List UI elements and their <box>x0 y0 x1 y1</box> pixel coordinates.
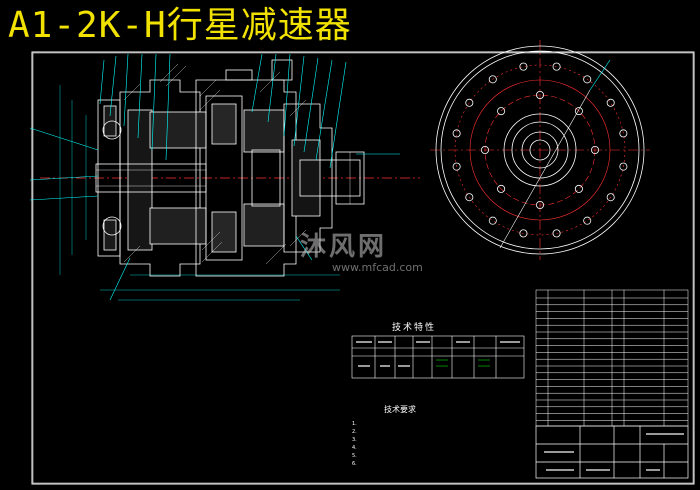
watermark-logo: 沐风网 www.mfcad.com <box>300 226 423 274</box>
bolt-hole <box>480 145 489 154</box>
bolt-hole <box>536 200 545 209</box>
requirement-item: 3. <box>352 437 357 443</box>
parts-list <box>535 289 689 427</box>
drawing-title: A1-2K-H行星减速器 <box>8 5 352 46</box>
tech-table-title: 技术特性 <box>392 323 437 333</box>
requirement-item: 1. <box>352 421 357 427</box>
title-block <box>535 425 689 479</box>
bolt-hole <box>519 229 528 238</box>
drawing-border <box>31 51 695 485</box>
bolt-hole <box>583 216 592 225</box>
section-view <box>29 53 420 301</box>
bolt-hole <box>574 107 583 116</box>
tech-characteristics-table <box>351 335 525 379</box>
bolt-hole <box>452 129 461 138</box>
bolt-hole <box>583 75 592 84</box>
bolt-hole <box>497 107 506 116</box>
requirement-item: 6. <box>352 461 357 467</box>
requirement-item: 2. <box>352 429 357 435</box>
watermark-url: www.mfcad.com <box>332 261 423 274</box>
bolt-hole <box>519 62 528 71</box>
bolt-hole <box>552 62 561 71</box>
bolt-hole <box>606 193 615 202</box>
bolt-hole <box>452 162 461 171</box>
bolt-hole <box>619 129 628 138</box>
bolt-hole <box>497 184 506 193</box>
bolt-hole <box>465 193 474 202</box>
requirement-item: 4. <box>352 445 357 451</box>
requirement-item: 5. <box>352 453 357 459</box>
bolt-hole <box>591 145 600 154</box>
bolt-hole <box>465 98 474 107</box>
bolt-hole <box>552 229 561 238</box>
bolt-hole <box>488 75 497 84</box>
end-view <box>430 40 650 260</box>
requirements-title: 技术要求 <box>384 405 416 414</box>
drawing-inner-border <box>32 52 694 484</box>
requirements-list: 1. 2. 3. 4. 5. 6. <box>352 420 357 468</box>
bolt-hole <box>574 184 583 193</box>
bolt-hole <box>488 216 497 225</box>
bolt-hole <box>536 91 545 100</box>
watermark-text: 沐风网 <box>300 232 388 262</box>
bolt-hole <box>619 162 628 171</box>
bolt-hole <box>606 98 615 107</box>
